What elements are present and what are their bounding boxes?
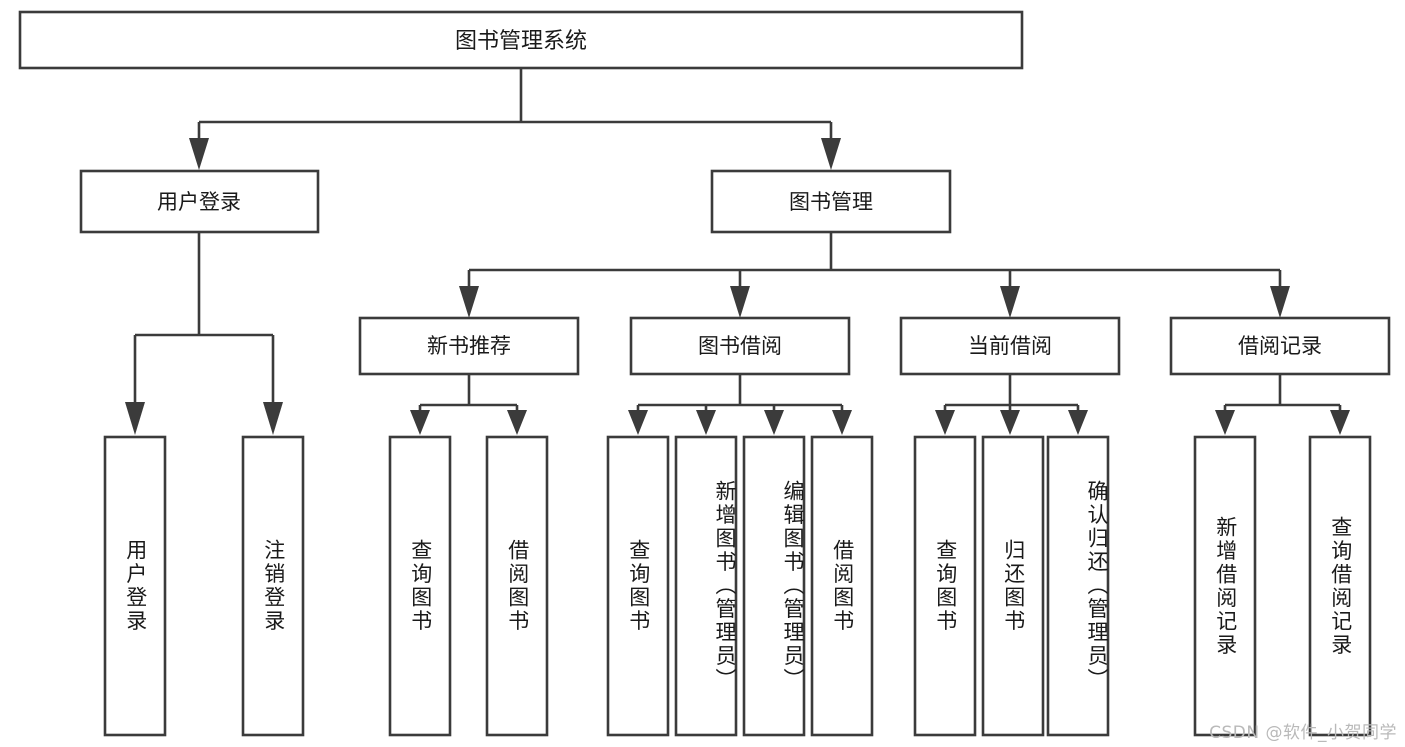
node-book-management-box[interactable]: [710, 169, 952, 234]
leaf-record-add-box[interactable]: [1193, 435, 1257, 737]
node-book-borrow-box[interactable]: [629, 316, 851, 376]
leaf-user-login-box[interactable]: [103, 435, 167, 737]
arrow-head-current-l2: [1000, 410, 1020, 435]
node-user-login-label: 用户登录: [157, 190, 241, 214]
leaf-borrow-lend-box[interactable]: [810, 435, 874, 737]
arrow-head-record-l2: [1330, 410, 1350, 435]
arrow-head-record-l1: [1215, 410, 1235, 435]
arrow-head-to-newbook: [459, 286, 479, 318]
node-borrow-record-label: 借阅记录: [1238, 334, 1322, 358]
connector-layer: [125, 68, 1350, 435]
leaf-borrow-edit-box[interactable]: [742, 435, 806, 737]
arrow-head-borrow-l4: [832, 410, 852, 435]
leaf-record-query-box[interactable]: [1308, 435, 1372, 737]
node-current-borrow-label: 当前借阅: [968, 334, 1052, 358]
arrow-head-to-current: [1000, 286, 1020, 318]
arrow-head-to-record: [1270, 286, 1290, 318]
leaf-borrow-query-box[interactable]: [606, 435, 670, 737]
arrow-head-borrow-l1: [628, 410, 648, 435]
arrow-head-newbook-l1: [410, 410, 430, 435]
node-book-management-label: 图书管理: [789, 190, 873, 214]
node-box-layer: 图书管理系统 用户登录 图书管理 新书推荐 图书借阅 当前借阅 借阅记录: [18, 10, 1391, 737]
leaf-current-return-box[interactable]: [981, 435, 1045, 737]
arrow-head-newbook-l2: [507, 410, 527, 435]
arrow-head-login-leaf2: [263, 402, 283, 435]
leaf-borrow-add-box[interactable]: [674, 435, 738, 737]
node-user-login-box[interactable]: [79, 169, 320, 234]
leaf-current-confirm-box[interactable]: [1046, 435, 1110, 737]
arrow-head-current-l3: [1068, 410, 1088, 435]
leaf-current-query-box[interactable]: [913, 435, 977, 737]
arrow-head-login-leaf1: [125, 402, 145, 435]
node-root-box[interactable]: [18, 10, 1024, 70]
arrow-head-to-bookmgmt: [821, 138, 841, 170]
node-current-borrow-box[interactable]: [899, 316, 1121, 376]
leaf-newbook-borrow-box[interactable]: [485, 435, 549, 737]
node-book-borrow-label: 图书借阅: [698, 334, 782, 358]
node-borrow-record-box[interactable]: [1169, 316, 1391, 376]
node-new-book-recommend-label: 新书推荐: [427, 334, 511, 358]
leaf-newbook-query-box[interactable]: [388, 435, 452, 737]
arrow-head-to-borrow: [730, 286, 750, 318]
arrow-head-borrow-l3: [764, 410, 784, 435]
node-new-book-recommend-box[interactable]: [358, 316, 580, 376]
node-root-label: 图书管理系统: [455, 29, 587, 54]
arrow-head-current-l1: [935, 410, 955, 435]
leaf-user-logout-box[interactable]: [241, 435, 305, 737]
arrow-head-to-login: [189, 138, 209, 170]
arrow-head-borrow-l2: [696, 410, 716, 435]
